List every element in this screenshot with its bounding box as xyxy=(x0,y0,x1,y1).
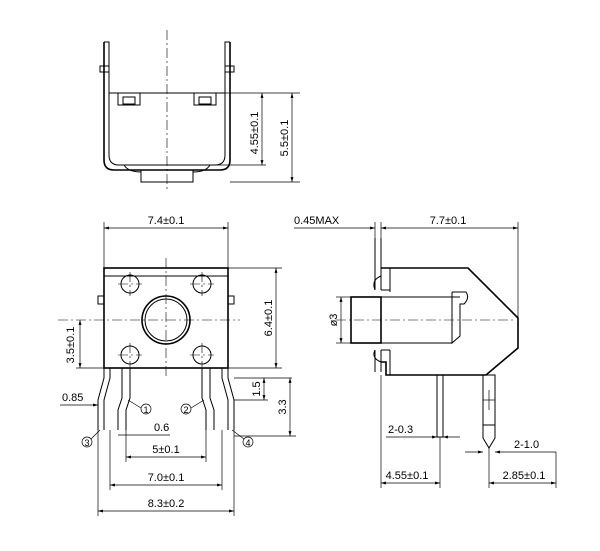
dim-width-body: 7.4±0.1 xyxy=(148,215,185,227)
front-right-tab xyxy=(228,295,235,305)
front-lead-1 xyxy=(117,368,131,430)
front-lead-4 xyxy=(221,368,235,430)
dim-lead-length: 3.3 xyxy=(277,399,289,414)
side-bump-top xyxy=(373,275,382,291)
dim-center-height: 3.5±0.1 xyxy=(65,327,77,364)
dim-height-inner: 4.55±0.1 xyxy=(249,112,261,155)
front-view: 1 2 3 4 7.4±0.1 6.4±0.1 3.5±0.1 1.5 3.3 xyxy=(58,215,296,516)
pin-4-label: 4 xyxy=(245,438,250,448)
dim-pin-outer: 7.0±0.1 xyxy=(148,472,185,484)
dim-lead-step: 1.5 xyxy=(251,381,263,396)
pin-4-marker xyxy=(242,436,254,448)
dim-height-body: 6.4±0.1 xyxy=(263,300,275,337)
top-latch-left xyxy=(117,92,141,106)
pin-2-marker xyxy=(180,403,192,415)
top-fillet-left xyxy=(123,164,142,173)
top-bracket-left-tab xyxy=(104,41,110,56)
pin-2-label: 2 xyxy=(183,405,188,415)
dim-pin-b: 2-1.0 xyxy=(514,439,539,451)
front-left-tab xyxy=(97,295,104,305)
leader-line xyxy=(190,399,205,409)
top-view: 4.55±0.1 5.5±0.1 xyxy=(99,30,300,190)
side-bump-bottom xyxy=(373,349,382,363)
front-lead-2 xyxy=(201,368,215,430)
side-latch xyxy=(451,291,469,345)
dim-plate: 0.45MAX xyxy=(294,215,340,227)
dim-pin-a: 2-0.3 xyxy=(388,424,413,436)
pin-1-marker xyxy=(140,403,152,415)
side-body xyxy=(381,267,519,376)
side-pin-small xyxy=(436,374,444,438)
dim-depth: 7.7±0.1 xyxy=(430,215,467,227)
top-bracket-right-tab xyxy=(224,41,230,56)
top-left-notch xyxy=(99,65,109,73)
dim-pin-offset-b: 2.85±0.1 xyxy=(503,470,546,482)
top-right-notch xyxy=(225,65,235,73)
dim-overall: 8.3±0.2 xyxy=(148,498,185,510)
dim-pin-offset-a: 4.55±0.1 xyxy=(386,470,429,482)
dim-button-dia: ø3 xyxy=(328,314,340,327)
top-latch-left-inner xyxy=(122,96,136,105)
side-body-step xyxy=(381,289,390,351)
pin-3-label: 3 xyxy=(84,438,89,448)
dim-height-outer: 5.5±0.1 xyxy=(279,120,291,157)
dim-lead-width: 0.6 xyxy=(154,422,169,434)
pin-3-marker xyxy=(81,436,93,448)
top-latch-right xyxy=(193,92,217,106)
leader-line xyxy=(127,399,142,409)
side-pin-large-tip xyxy=(482,425,496,449)
top-fillet-right xyxy=(192,164,211,173)
front-lead-3 xyxy=(97,368,111,430)
dim-lead-offset: 0.85 xyxy=(62,392,83,404)
dim-pin-inner: 5±0.1 xyxy=(152,444,179,456)
top-latch-right-inner xyxy=(198,96,212,105)
side-view: ø3 0.45MAX 7.7±0.1 2-0.3 2-1.0 4.55±0.1 … xyxy=(294,215,557,488)
leader-line xyxy=(90,429,101,440)
pin-1-label: 1 xyxy=(143,405,148,415)
